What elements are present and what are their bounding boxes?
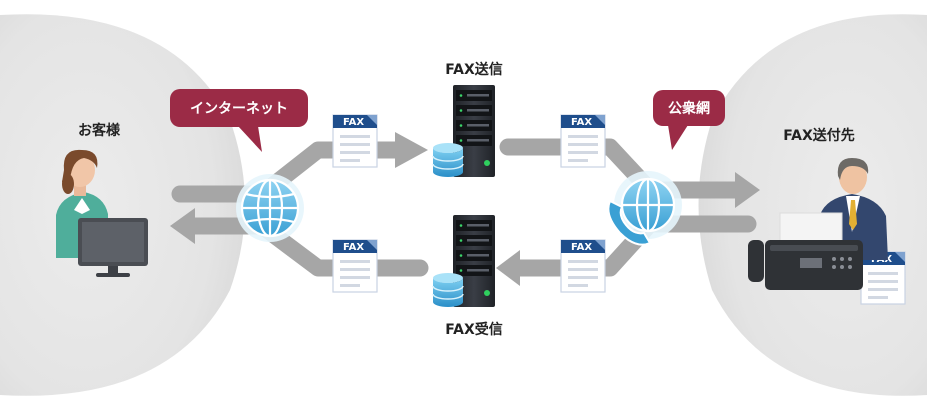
arrow-heads [170,132,760,286]
public-network-callout-text: 公衆網 [668,100,710,117]
fax-machine-icon [748,212,863,290]
internet-callout-text: インターネット [190,101,288,117]
public-network-globe-icon [607,171,682,246]
fax-send-label: FAX送信 [445,61,503,78]
arrow-to-destination [735,172,760,208]
fax-receive-label: FAX受信 [445,321,503,338]
customer-label: お客様 [78,122,121,139]
customer-area-bg [0,14,245,396]
fax-doc-label: FAX [571,242,592,253]
receive-database-icon [432,272,464,308]
destination-area-bg [698,14,927,396]
fax-doc-send-left: FAX [332,114,378,168]
arrow-to-receive-server [496,250,520,286]
internet-globe-icon [236,174,304,242]
phone-handset-icon [607,199,652,246]
arrow-to-send-server [395,132,428,168]
fax-doc-send-right: FAX [560,114,606,168]
fax-destination-label: FAX送付先 [783,127,855,144]
internet-callout: インターネット [170,89,308,152]
public-network-callout: 公衆網 [653,90,725,150]
fax-doc-label: FAX [343,242,364,253]
fax-doc-receive-right: FAX [560,239,606,293]
send-database-icon [432,142,464,178]
fax-doc-label: FAX [343,117,364,128]
fax-doc-label: FAX [571,117,592,128]
arrow-to-customer [170,208,195,244]
customer-monitor-icon [78,218,148,277]
fax-doc-receive-left: FAX [332,239,378,293]
